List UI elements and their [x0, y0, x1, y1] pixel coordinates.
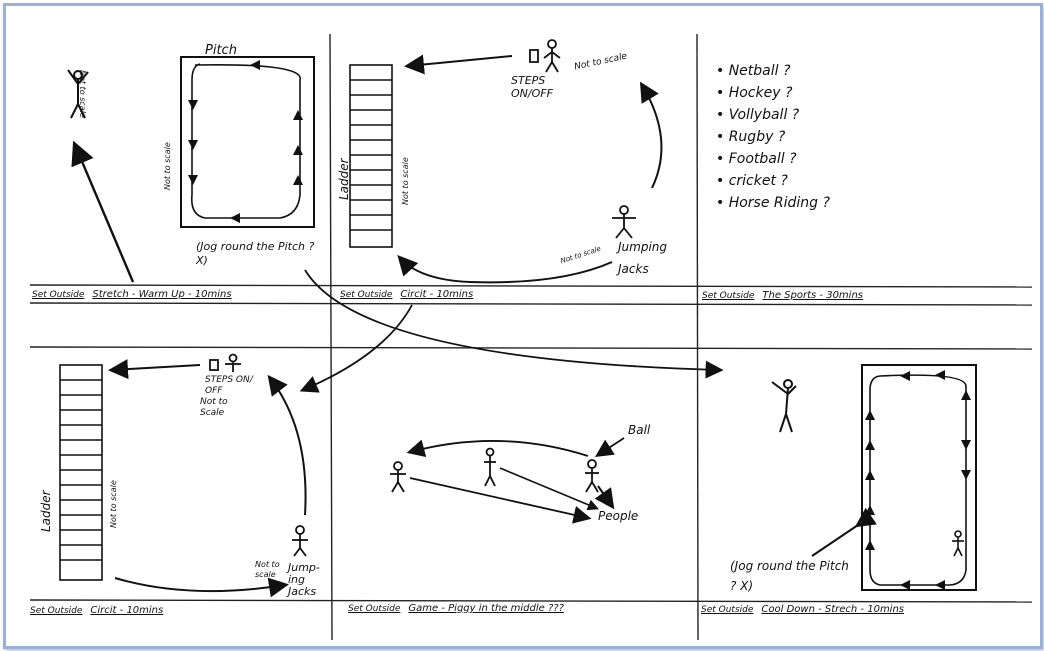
sport-item: • Hockey ? [716, 85, 793, 101]
sport-item: • Horse Riding ? [716, 195, 830, 211]
arrow-middle-to-people [499, 467, 599, 511]
jacks-note-bottom: Not to scale [255, 560, 280, 579]
arrow-warmup [71, 140, 135, 283]
caption-warmup: Set Outside Stretch - Warm Up - 10mins [32, 290, 232, 300]
pass-arrow-right-to-left [406, 439, 589, 457]
caption-circuit-top: Set Outside Circit - 10mins [340, 290, 473, 300]
arrow-ladder-to-jacks [114, 577, 289, 598]
runner-figure [952, 530, 964, 557]
ladder-note-top: Not to scale [401, 157, 410, 205]
steps-label-top: STEPS ON/OFF [511, 74, 553, 100]
caption-game: Set Outside Game - Piggy in the middle ??… [348, 604, 564, 614]
caption-sports: Set Outside The Sports - 30mins [702, 291, 863, 301]
figure-scale-note: Not to scale [78, 70, 87, 118]
arrow-to-steps [639, 81, 663, 189]
ball-pointer-arrow [594, 437, 625, 457]
caption-prefix: Set Outside [340, 290, 393, 300]
flow-arrow-warmup-to-cooldown [304, 269, 724, 379]
pitch-jog-note: (Jog round the Pitch ? X) [196, 240, 315, 267]
jog-route [190, 63, 301, 219]
pitch-outline [180, 56, 315, 228]
player-middle [484, 447, 496, 487]
cooldown-pitch-outline [861, 364, 977, 591]
ladder-label-bottom: Ladder [39, 490, 53, 532]
ladder-bottom [59, 364, 103, 581]
cooldown-jog-route [869, 374, 967, 586]
ball-label: Ball [628, 423, 651, 437]
caption-title: Circit - 10mins [400, 289, 474, 300]
steps-label-bottom: STEPS ON/ OFF [205, 375, 253, 396]
flow-arrow-circuit-to-circuit [299, 304, 413, 393]
caption-cooldown: Set Outside Cool Down - Strech - 10mins [701, 605, 904, 615]
caption-prefix: Set Outside [348, 604, 401, 614]
caption-circuit-bottom: Set Outside Circit - 10mins [30, 606, 163, 616]
arrow-steps-to-ladder [108, 359, 201, 380]
sport-item: • Football ? [716, 151, 797, 167]
arrow-right-to-people [594, 485, 615, 510]
arrow-jacks-to-steps [267, 374, 307, 516]
jacks-label-bottom: Jump- ing Jacks [288, 561, 320, 598]
arrow-jog-note [811, 507, 877, 557]
jacks-label-top: Jumping Jacks [618, 240, 668, 276]
steps-figure-bottom [209, 353, 241, 372]
people-label: People [598, 509, 639, 523]
caption-title: Stretch - Warm Up - 10mins [92, 289, 232, 300]
player-right [585, 459, 599, 493]
grid-lines [29, 33, 1033, 641]
ladder-note-bottom: Not to scale [109, 480, 118, 528]
sport-item: • Vollyball ? [716, 107, 800, 123]
pitch-arrows [188, 60, 303, 223]
jacks-figure-top [612, 205, 636, 239]
stretch-figure [67, 69, 89, 119]
caption-prefix: Set Outside [701, 605, 754, 615]
sports-list: • Netball ? • Hockey ? • Vollyball ? • R… [716, 60, 830, 214]
player-left [390, 461, 406, 493]
caption-title: Circit - 10mins [90, 605, 164, 616]
pitch-label: Pitch [205, 43, 237, 58]
pass-arrow-left-to-people [409, 477, 592, 524]
caption-prefix: Set Outside [702, 291, 755, 301]
pitch-side-note: Not to scale [163, 142, 172, 190]
sport-item: • cricket ? [716, 173, 788, 189]
ladder-label-top: Ladder [337, 158, 351, 200]
caption-title: Cool Down - Strech - 10mins [761, 604, 905, 615]
caption-prefix: Set Outside [32, 290, 85, 300]
ladder-top [349, 64, 393, 248]
sport-item: • Rugby ? [716, 129, 786, 145]
cooldown-route-arrows [865, 370, 971, 590]
sport-item: • Netball ? [716, 63, 791, 79]
jacks-figure-bottom [292, 525, 308, 557]
caption-title: The Sports - 30mins [762, 290, 863, 301]
caption-title: Game - Piggy in the middle ??? [408, 603, 564, 614]
cooldown-jog-note: (Jog round the Pitch ? X) [730, 559, 849, 593]
arrow-to-ladder-bottom [397, 255, 613, 284]
cooldown-figure [771, 379, 797, 433]
arrow-to-ladder [404, 54, 513, 75]
steps-note-bottom: Not to Scale [200, 397, 228, 418]
caption-prefix: Set Outside [30, 606, 83, 616]
steps-figure-top [529, 39, 561, 73]
